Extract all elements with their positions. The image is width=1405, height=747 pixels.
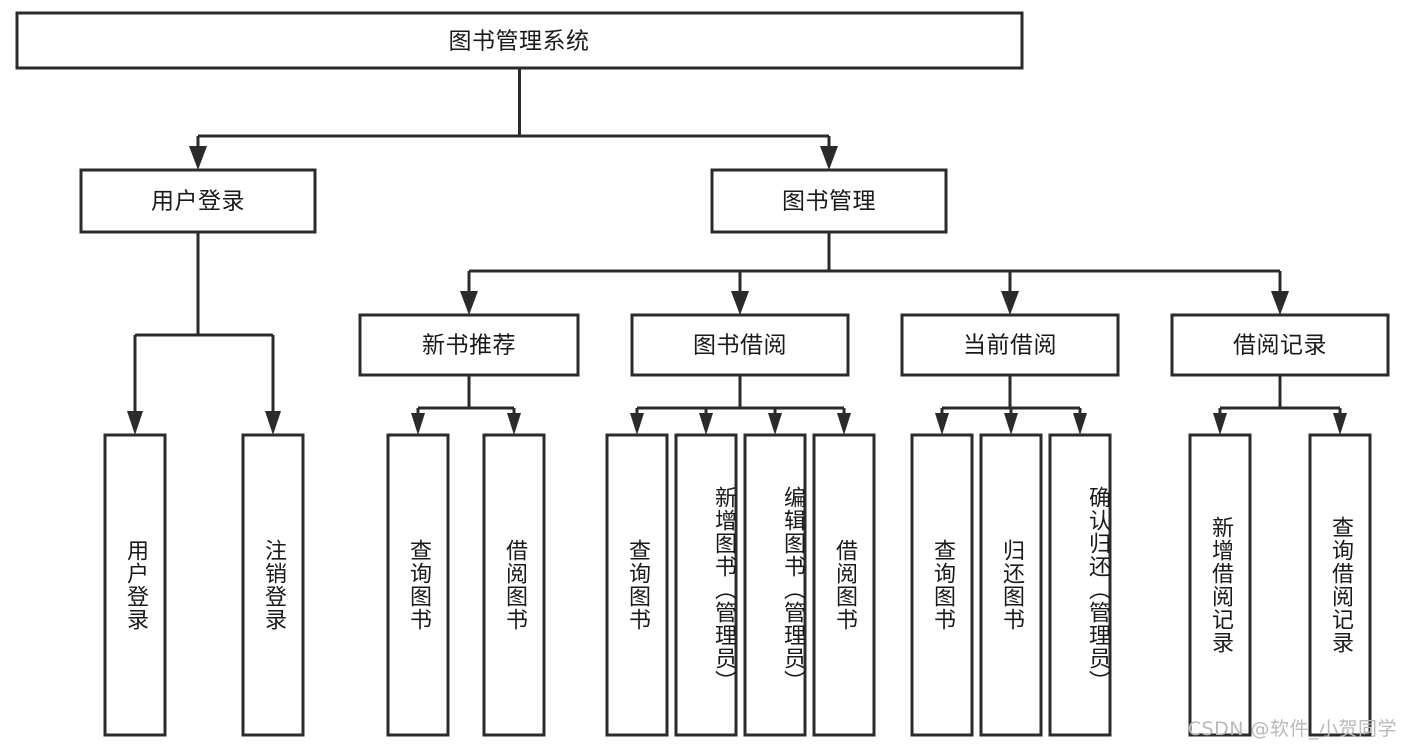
leaf-box-book-borrow-4[interactable] [812, 433, 876, 737]
leaf-box-book-borrow-2[interactable] [674, 433, 738, 737]
leaf-boxes-book-borrow [605, 433, 876, 737]
arrow-head-leaf-c2 [1004, 413, 1018, 435]
node-root-box[interactable] [15, 11, 1024, 70]
leaf-box-borrow-record-1[interactable] [1188, 433, 1252, 737]
arrow-head-user-login [189, 146, 207, 170]
arrow-head-leaf-u2 [265, 411, 281, 435]
arrow-head-leaf-c3 [1073, 413, 1087, 435]
arrow-head-leaf-r2 [1333, 413, 1347, 435]
arrow-head-book-borrow [731, 291, 749, 315]
leaf-box-user-login-2[interactable] [241, 433, 305, 737]
leaf-box-user-login-1[interactable] [103, 433, 167, 737]
node-book-borrow-label: 图书借阅 [693, 333, 787, 359]
arrow-head-leaf-u1 [127, 411, 143, 435]
node-user-login[interactable]: 用户登录 [79, 168, 317, 234]
leaf-box-book-borrow-3[interactable] [743, 433, 807, 737]
connector-group-user-login-to-leaves [127, 232, 281, 435]
node-borrow-record-box[interactable] [1170, 313, 1390, 377]
leaf-boxes-user-login [103, 433, 305, 737]
arrow-head-new-book [460, 291, 478, 315]
arrow-head-leaf-r1 [1213, 413, 1227, 435]
csdn-watermark: CSDN @软件_小贺同学 [1187, 718, 1397, 740]
arrow-head-leaf-b3 [768, 413, 782, 435]
leaf-box-book-borrow-1[interactable] [605, 433, 669, 737]
arrow-head-borrow-record [1271, 291, 1289, 315]
node-book-manage-label: 图书管理 [782, 189, 876, 215]
connector-group-current-borrow-to-leaves [935, 375, 1087, 435]
node-new-book-recommend-box[interactable] [358, 313, 580, 377]
connector-group-root-to-level2 [189, 68, 838, 170]
node-root-label: 图书管理系统 [449, 29, 590, 55]
arrow-head-leaf-b1 [630, 413, 644, 435]
node-book-manage-box[interactable] [710, 168, 948, 234]
arrow-head-book-manage [820, 146, 838, 170]
node-current-borrow-box[interactable] [900, 313, 1120, 377]
node-current-borrow-label: 当前借阅 [963, 333, 1057, 359]
leaf-boxes-current-borrow [910, 433, 1112, 737]
arrow-head-leaf-n1 [411, 413, 425, 435]
leaf-box-new-book-2[interactable] [482, 433, 546, 737]
arrow-head-leaf-c1 [935, 413, 949, 435]
connector-group-borrow-record-to-leaves [1213, 375, 1347, 435]
leaf-boxes-new-book-recommend [386, 433, 546, 737]
node-book-borrow-box[interactable] [630, 313, 850, 377]
node-current-borrow[interactable]: 当前借阅 [900, 313, 1120, 377]
node-root[interactable]: 图书管理系统 [15, 11, 1024, 70]
leaf-box-borrow-record-2[interactable] [1308, 433, 1372, 737]
node-new-book-recommend[interactable]: 新书推荐 [358, 313, 580, 377]
leaf-boxes-borrow-record [1188, 433, 1372, 737]
node-book-borrow[interactable]: 图书借阅 [630, 313, 850, 377]
leaf-box-current-borrow-2[interactable] [979, 433, 1043, 737]
arrow-head-leaf-n2 [507, 413, 521, 435]
node-user-login-box[interactable] [79, 168, 317, 234]
node-user-login-label: 用户登录 [151, 189, 245, 215]
node-borrow-record[interactable]: 借阅记录 [1170, 313, 1390, 377]
leaf-box-current-borrow-3[interactable] [1048, 433, 1112, 737]
leaf-box-new-book-1[interactable] [386, 433, 450, 737]
node-book-manage[interactable]: 图书管理 [710, 168, 948, 234]
arrow-head-leaf-b4 [837, 413, 851, 435]
leaf-box-current-borrow-1[interactable] [910, 433, 974, 737]
connector-group-new-book-to-leaves [411, 375, 521, 435]
arrow-head-leaf-b2 [699, 413, 713, 435]
node-new-book-recommend-label: 新书推荐 [422, 333, 516, 359]
node-borrow-record-label: 借阅记录 [1233, 333, 1327, 359]
arrow-head-current-borrow [1001, 291, 1019, 315]
connector-group-book-borrow-to-leaves [630, 375, 851, 435]
connector-group-book-manage-to-level3 [460, 232, 1289, 315]
